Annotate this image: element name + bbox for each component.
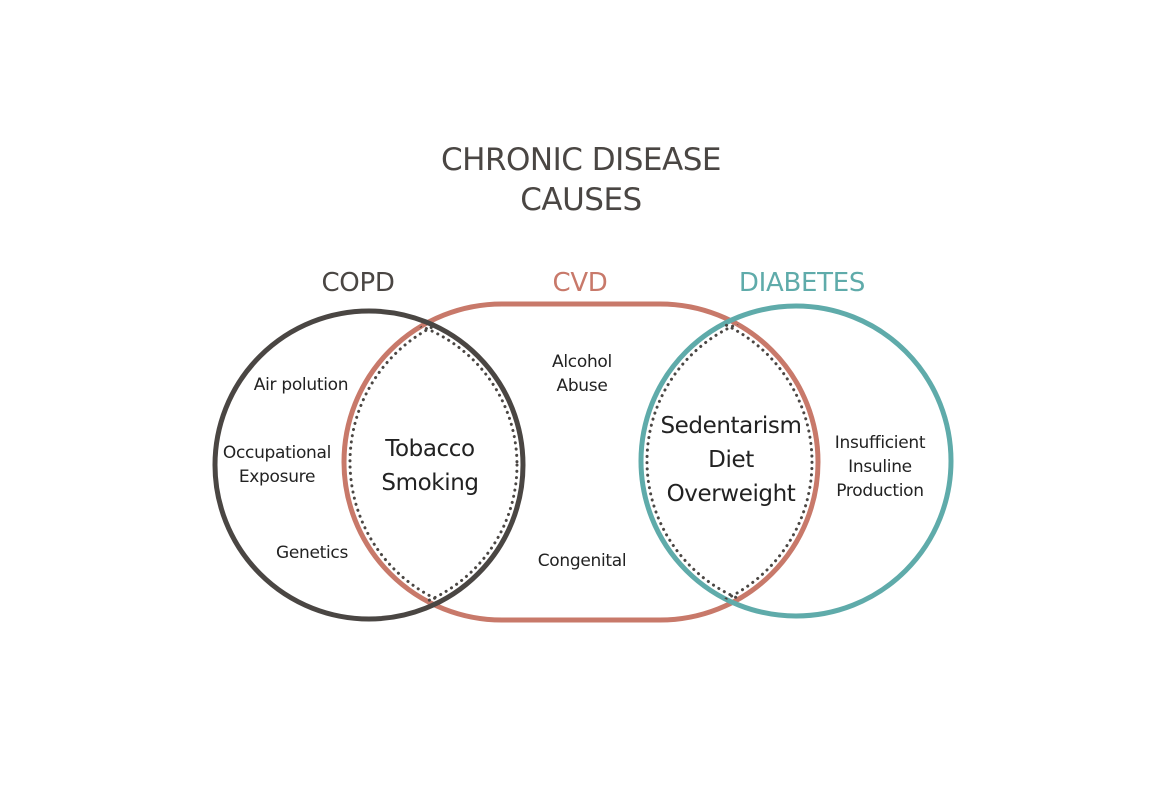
cause-occupational-line-1: Occupational [222, 443, 332, 463]
cause-alcohol-line-2: Abuse [556, 376, 608, 396]
copd-label: COPD [321, 268, 395, 298]
cause-occupational-line-2: Exposure [238, 467, 316, 487]
cause-tobacco-smoking: Tobacco Smoking [362, 432, 498, 500]
diagram-title: CHRONIC DISEASE CAUSES [375, 140, 787, 220]
copd-set-outline [212, 308, 526, 622]
cause-insufficient-line-3: Production [836, 481, 924, 501]
diabetes-set-outline [638, 303, 954, 619]
copd-cvd-overlap-outline [348, 311, 523, 616]
cause-alcohol-line-1: Alcohol [552, 352, 612, 372]
cause-tobacco-line-1: Tobacco [385, 436, 475, 462]
cause-genetics: Genetics [275, 543, 349, 563]
cvd-set-outline [341, 301, 821, 623]
cause-congenital: Congenital [537, 551, 627, 571]
title-line-2: CAUSES [520, 182, 642, 218]
cause-insufficient-insuline-production: Insufficient Insuline Production [820, 431, 940, 503]
cvd-label: CVD [552, 268, 608, 298]
cause-sedentarism-diet-overweight: Sedentarism Diet Overweight [650, 409, 812, 511]
title-line-1: CHRONIC DISEASE [441, 142, 721, 178]
cause-occupational-exposure: Occupational Exposure [212, 441, 342, 489]
cause-insufficient-line-1: Insufficient [834, 433, 926, 453]
cause-diet: Diet [708, 447, 754, 473]
cause-alcohol-abuse: Alcohol Abuse [532, 350, 632, 398]
cause-sedentarism: Sedentarism [660, 413, 802, 439]
cause-insufficient-line-2: Insuline [848, 457, 912, 477]
cvd-diabetes-overlap-outline [641, 308, 814, 616]
cause-overweight: Overweight [666, 481, 796, 507]
diabetes-label: DIABETES [738, 268, 866, 298]
cause-air-polution: Air polution [253, 375, 349, 395]
cause-tobacco-line-2: Smoking [381, 470, 479, 496]
